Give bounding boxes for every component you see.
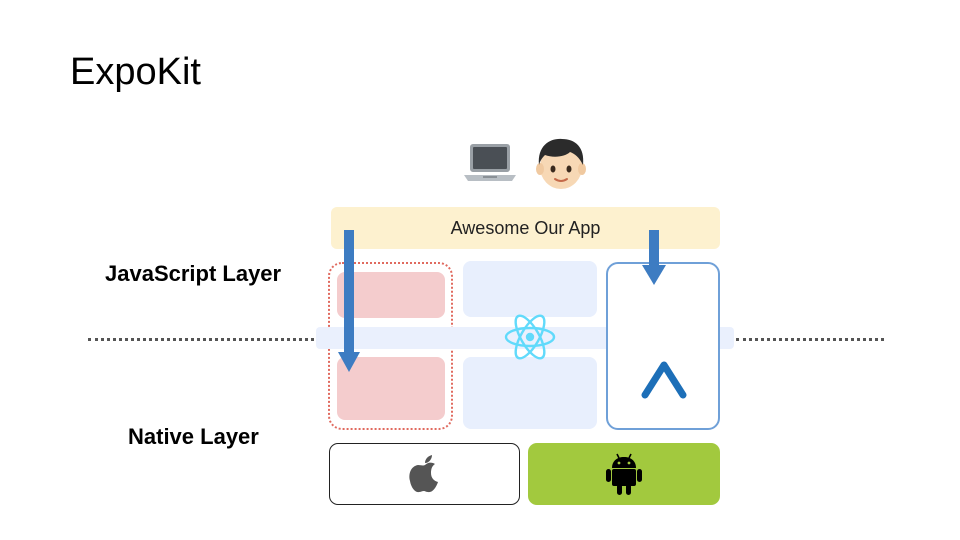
arrow-down-left bbox=[338, 230, 360, 372]
js-react-block bbox=[463, 261, 597, 317]
native-react-block bbox=[463, 357, 597, 429]
boy-face-icon bbox=[536, 138, 586, 189]
android-robot-icon bbox=[606, 453, 642, 495]
expo-chevron-icon bbox=[641, 361, 687, 399]
ios-platform-box bbox=[329, 443, 520, 505]
arrow-down-right bbox=[642, 230, 666, 285]
react-atom-icon bbox=[504, 314, 556, 360]
expo-sdk-box bbox=[606, 262, 720, 430]
laptop-icon bbox=[464, 144, 516, 181]
native-layer-label: Native Layer bbox=[128, 424, 259, 449]
layer-divider-right bbox=[736, 338, 884, 341]
android-platform-box bbox=[528, 443, 720, 505]
native-custom-block bbox=[337, 357, 445, 420]
javascript-layer-label: JavaScript Layer bbox=[105, 261, 282, 286]
apple-logo-icon bbox=[408, 455, 438, 493]
app-label: Awesome Our App bbox=[450, 217, 601, 238]
layer-divider-left bbox=[88, 338, 314, 341]
slide-title: ExpoKit bbox=[70, 51, 201, 93]
js-custom-block bbox=[337, 272, 445, 318]
